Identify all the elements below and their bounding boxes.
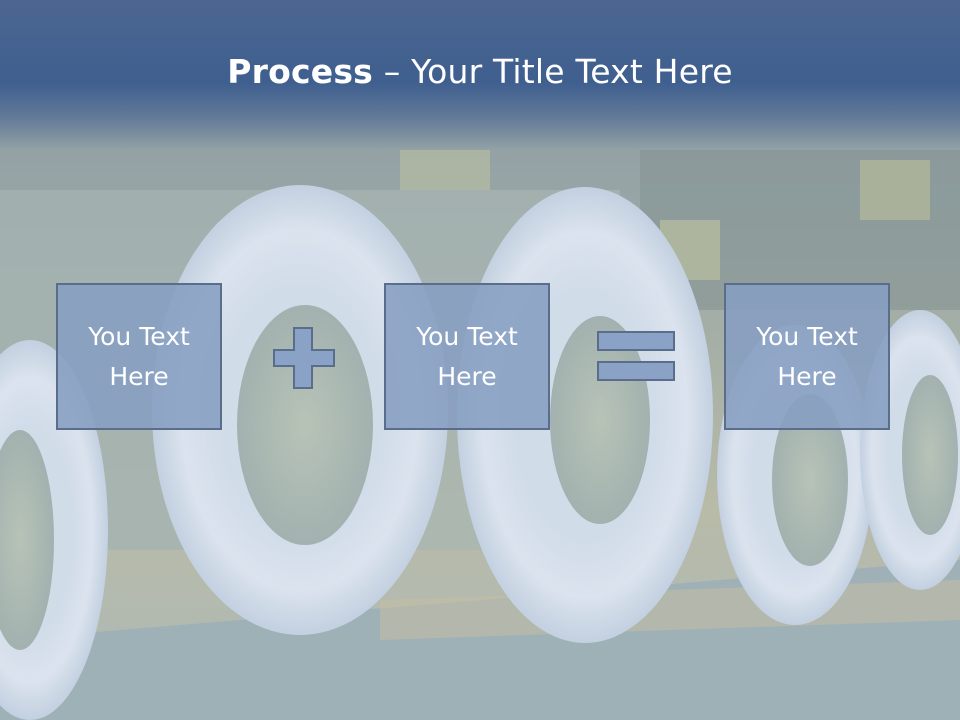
process-box-3-line1: You Text — [756, 321, 858, 351]
title-band — [0, 0, 960, 150]
process-box-2-line1: You Text — [416, 321, 518, 351]
process-box-1-line1: You Text — [88, 321, 190, 351]
title-rest: – Your Title Text Here — [373, 52, 733, 91]
equals-icon — [597, 331, 675, 381]
slide-title: Process – Your Title Text Here — [0, 52, 960, 91]
process-box-1-line2: Here — [109, 361, 169, 391]
process-box-1[interactable]: You Text Here — [56, 283, 222, 430]
process-box-3-line2: Here — [777, 361, 837, 391]
title-bold: Process — [227, 52, 374, 91]
process-box-2[interactable]: You Text Here — [384, 283, 550, 430]
process-box-2-line2: Here — [437, 361, 497, 391]
process-box-3[interactable]: You Text Here — [724, 283, 890, 430]
plus-icon — [273, 327, 335, 389]
